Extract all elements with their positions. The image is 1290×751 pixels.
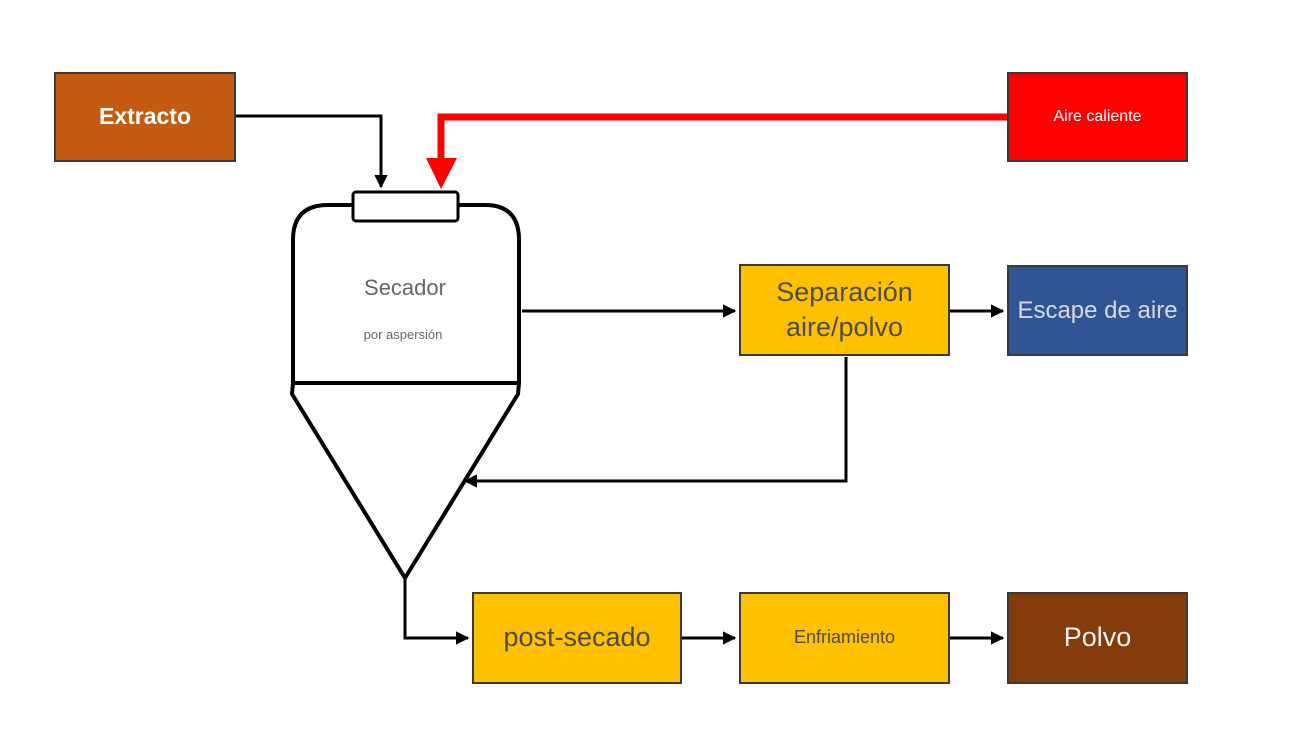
node-extracto: Extracto bbox=[54, 72, 236, 162]
node-polvo-label: Polvo bbox=[1063, 622, 1132, 653]
node-post-secado: post-secado bbox=[472, 592, 682, 684]
edge-extracto-to-secador bbox=[236, 114, 388, 189]
node-aire-caliente: Aire caliente bbox=[1007, 72, 1188, 162]
node-secador-subtitle: por aspersión bbox=[363, 327, 443, 342]
dryer-inlet-nozzle bbox=[351, 190, 460, 223]
node-separacion-label-line1: Separación bbox=[776, 276, 913, 307]
node-separacion-label-line2: aire/polvo bbox=[785, 312, 904, 342]
hot-air-arrowhead bbox=[426, 158, 457, 189]
node-enfriamiento: Enfriamiento bbox=[739, 592, 950, 684]
node-aire-caliente-label: Aire caliente bbox=[1053, 107, 1142, 125]
edge-separacion-recycle-to-secador bbox=[463, 357, 848, 488]
node-extracto-label: Extracto bbox=[98, 103, 192, 130]
node-secador-title: Secador bbox=[364, 275, 446, 300]
spray-dryer-vessel bbox=[290, 190, 521, 580]
node-separacion: Separación aire/polvo bbox=[739, 264, 950, 356]
node-escape-aire: Escape de aire bbox=[1007, 265, 1188, 356]
node-enfriamiento-label: Enfriamiento bbox=[793, 627, 896, 648]
edge-secador-to-post-secado bbox=[403, 578, 470, 645]
node-escape-aire-label: Escape de aire bbox=[1017, 296, 1178, 324]
node-polvo: Polvo bbox=[1007, 592, 1188, 684]
edge-aire-caliente-to-secador bbox=[426, 113, 1008, 189]
node-post-secado-label: post-secado bbox=[503, 622, 651, 653]
dryer-cone-shape bbox=[290, 381, 521, 580]
